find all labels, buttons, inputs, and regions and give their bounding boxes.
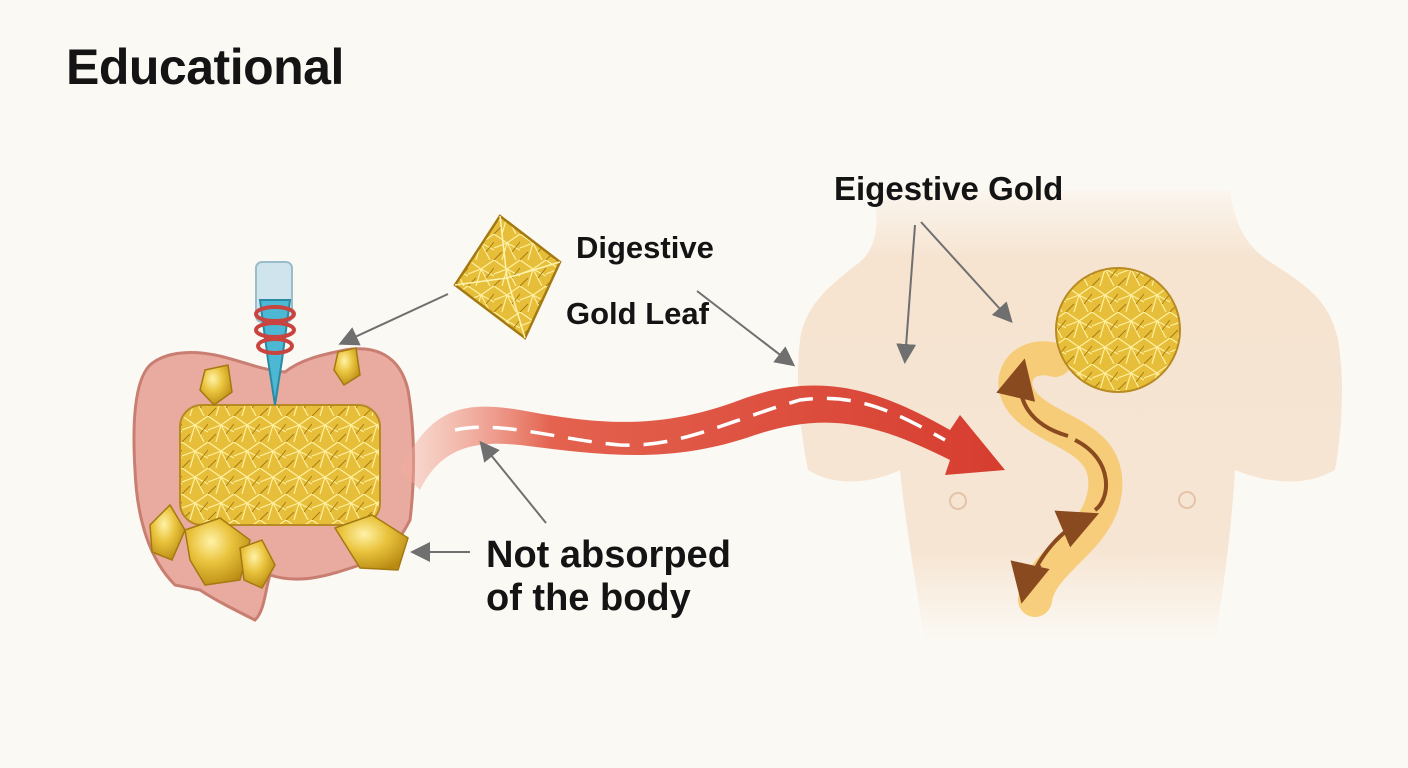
annotation-arrows <box>338 221 1013 562</box>
label-digestive: Digestive <box>576 230 714 265</box>
pathway-arrow-up <box>996 358 1069 438</box>
label-not-absorbed-line1: Not absorped <box>486 534 731 576</box>
digestive-system-illustration <box>132 261 416 622</box>
flow-arrow <box>400 385 1005 490</box>
intestine-gold-fill <box>179 404 381 526</box>
left-nipple <box>949 492 967 510</box>
gold-chunks <box>149 347 409 589</box>
arrow-eigestive-left <box>896 224 917 364</box>
gold-leaf-icon <box>453 214 562 340</box>
right-nipple <box>1178 491 1196 509</box>
arrow-notabsorbed-to-flow <box>479 440 547 524</box>
gold-disk <box>1055 267 1181 393</box>
pathway-arrow-down <box>1074 438 1108 512</box>
label-not-absorbed: Not absorped of the body <box>486 534 731 620</box>
coil-rings <box>254 305 296 355</box>
human-torso-illustration <box>797 190 1342 640</box>
label-not-absorbed-line2: of the body <box>486 577 691 619</box>
arrow-goldleaf-to-body <box>696 290 796 367</box>
arrow-eigestive-right <box>920 221 1013 323</box>
page-title: Educational <box>66 39 344 95</box>
arrow-leaf-to-intestine <box>338 293 449 346</box>
pathway-arrow-start <box>1010 560 1050 604</box>
label-gold-leaf: Gold Leaf <box>566 296 709 331</box>
label-eigestive-gold: Eigestive Gold <box>834 170 1064 207</box>
